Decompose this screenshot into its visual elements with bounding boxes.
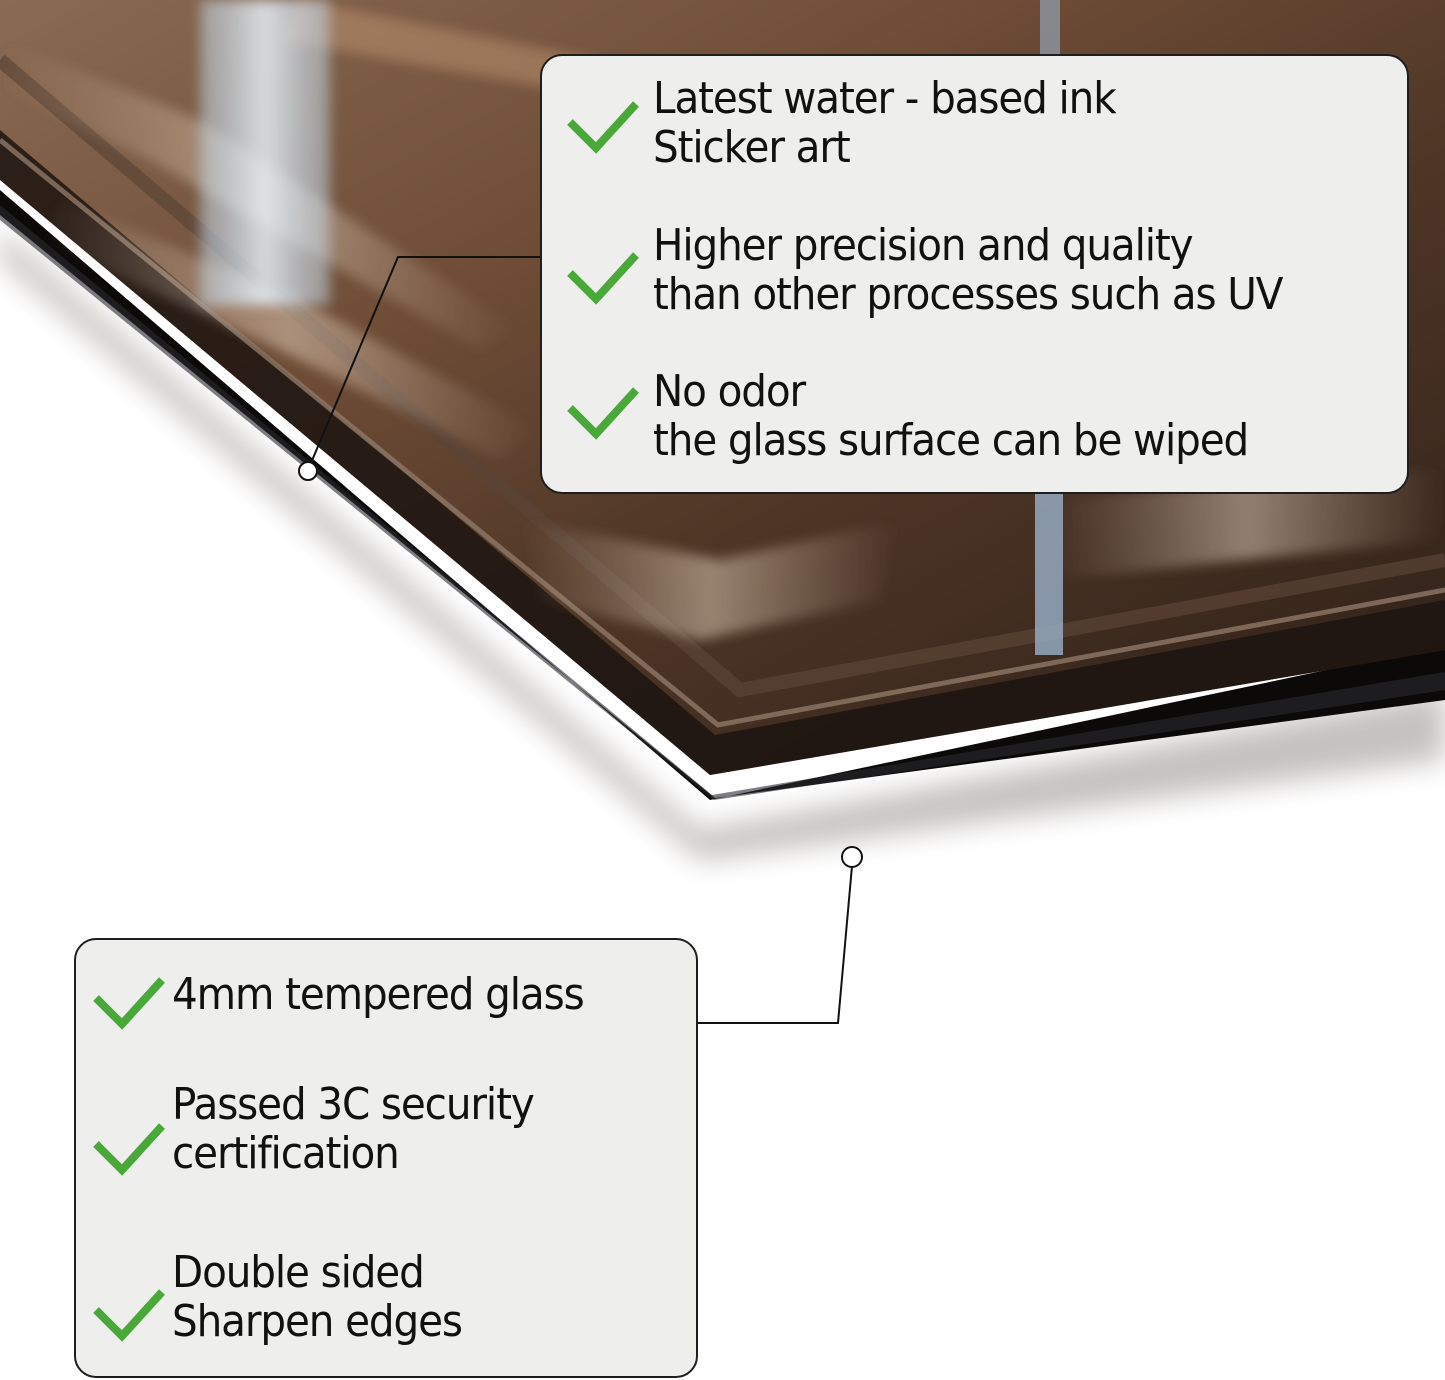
bottom-connector-dot	[841, 846, 863, 868]
feature-line-2: than other processes such as UV	[653, 269, 1283, 320]
checkmark-icon	[93, 1123, 165, 1176]
feature-line-1: Passed 3C security	[172, 1079, 535, 1130]
feature-line-2: Sticker art	[653, 122, 851, 173]
feature-line-2: Sharpen edges	[172, 1296, 463, 1347]
bottom-connector-line	[697, 865, 853, 1024]
checkmark-icon	[93, 1289, 165, 1342]
feature-line-1: Latest water - based ink	[653, 73, 1117, 124]
feature-line-1: Double sided	[172, 1247, 425, 1298]
checkmark-icon	[567, 252, 639, 305]
bottom-features-callout: 4mm tempered glass Passed 3C security ce…	[74, 938, 698, 1378]
feature-line-1: 4mm tempered glass	[172, 969, 585, 1020]
feature-line-1: No odor	[653, 366, 806, 417]
feature-line-2: the glass surface can be wiped	[653, 415, 1249, 466]
top-features-callout: Latest water - based ink Sticker art Hig…	[540, 54, 1409, 494]
checkmark-icon	[567, 101, 639, 154]
feature-line-1: Higher precision and quality	[653, 220, 1194, 271]
checkmark-icon	[567, 387, 639, 440]
checkmark-icon	[93, 977, 165, 1030]
feature-line-2: certification	[172, 1128, 400, 1179]
top-connector-dot	[298, 461, 318, 481]
top-connector-line	[307, 256, 542, 471]
